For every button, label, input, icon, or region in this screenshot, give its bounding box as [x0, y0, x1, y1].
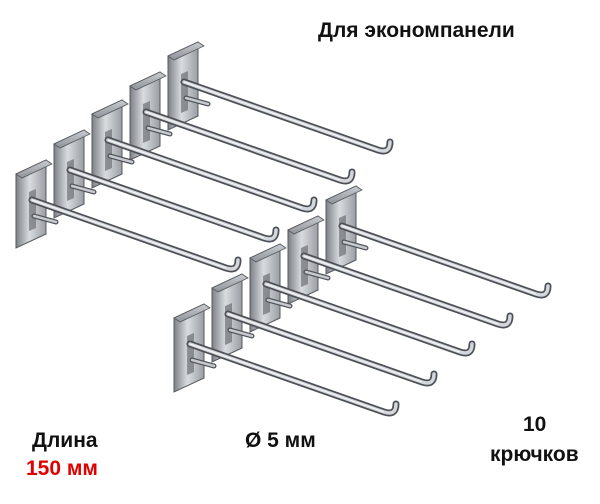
count-word: крючков: [490, 443, 579, 466]
product-title: Для экономпанели: [318, 19, 515, 42]
hook-group-lower: [174, 186, 548, 413]
length-label: Длина: [32, 429, 98, 452]
count-number: 10: [523, 413, 547, 436]
diameter-label: Ø 5 мм: [245, 429, 316, 452]
length-value: 150 мм: [26, 457, 98, 480]
